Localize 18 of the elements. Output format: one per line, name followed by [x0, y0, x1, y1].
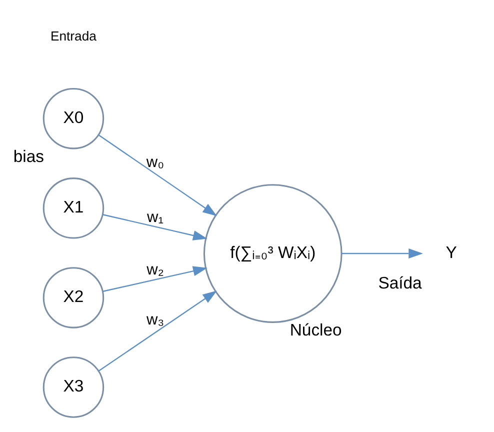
node-text: Y	[445, 242, 456, 262]
arrow	[102, 266, 207, 292]
node-label: Saída	[378, 272, 422, 292]
node-label: bias	[12, 146, 44, 166]
arrow	[102, 214, 207, 240]
node-circle: X2	[42, 266, 104, 328]
node-circle: X1	[42, 177, 104, 238]
label: Entrada	[50, 28, 96, 44]
edge-label: w₁	[146, 208, 163, 226]
edge-label: w₀	[146, 153, 164, 170]
node-label: Núcleo	[289, 320, 342, 340]
node-circle: X3	[42, 356, 104, 418]
arrow	[98, 134, 216, 216]
arrow	[341, 248, 422, 258]
arrow	[98, 290, 216, 371]
node-circle: X0	[42, 87, 104, 149]
edge-label: w₃	[146, 310, 164, 328]
edge-label: w₂	[146, 260, 164, 278]
